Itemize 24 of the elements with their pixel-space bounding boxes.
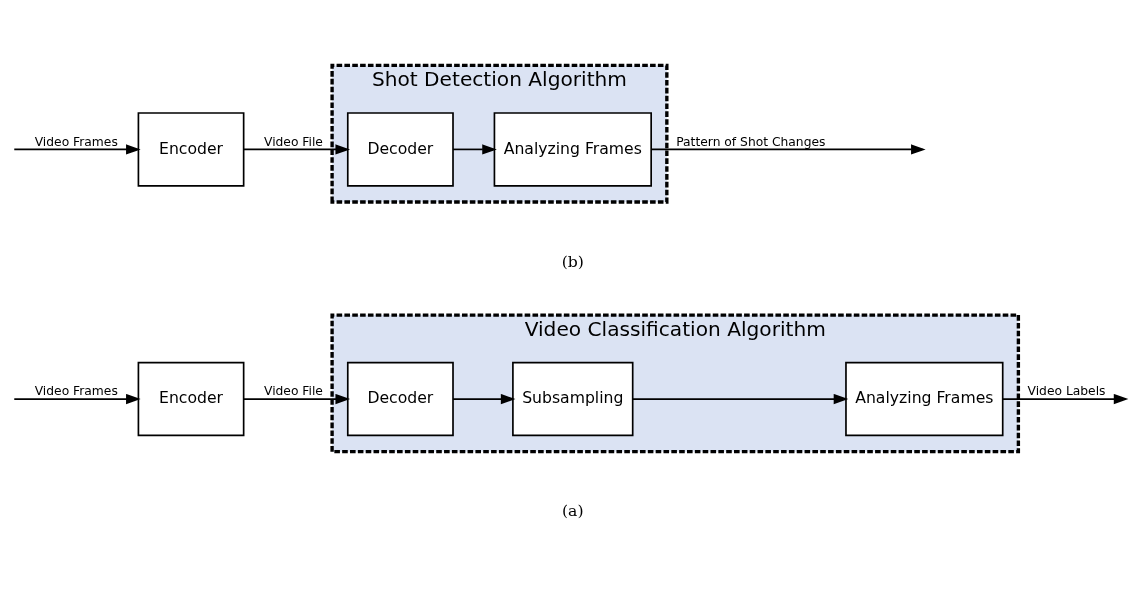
label: (a) — [562, 500, 584, 520]
edge-label: Video File — [264, 134, 323, 149]
node-box: Encoder — [137, 361, 245, 436]
node-box: Subsampling — [512, 361, 634, 436]
arrow — [631, 393, 849, 404]
node-box: Decoder — [346, 111, 454, 187]
arrow — [1002, 393, 1129, 404]
edge-label: Video Frames — [34, 134, 118, 149]
edge-label: Video Labels — [1027, 383, 1106, 398]
arrow — [13, 143, 141, 154]
arrow — [650, 143, 926, 154]
node-box: Decoder — [346, 361, 454, 436]
edge-label: Video File — [264, 383, 323, 398]
arrow — [452, 393, 516, 404]
node-box: Analyzing Frames — [493, 111, 652, 187]
arrow — [13, 393, 141, 404]
arrow — [452, 143, 497, 154]
node-box: Analyzing Frames — [845, 361, 1004, 436]
edge-label: Video Frames — [34, 383, 118, 398]
arrow — [243, 143, 351, 154]
node-box: Encoder — [137, 111, 245, 187]
label: (b) — [561, 251, 584, 271]
edge-label: Pattern of Shot Changes — [676, 134, 826, 149]
arrow — [243, 393, 351, 404]
